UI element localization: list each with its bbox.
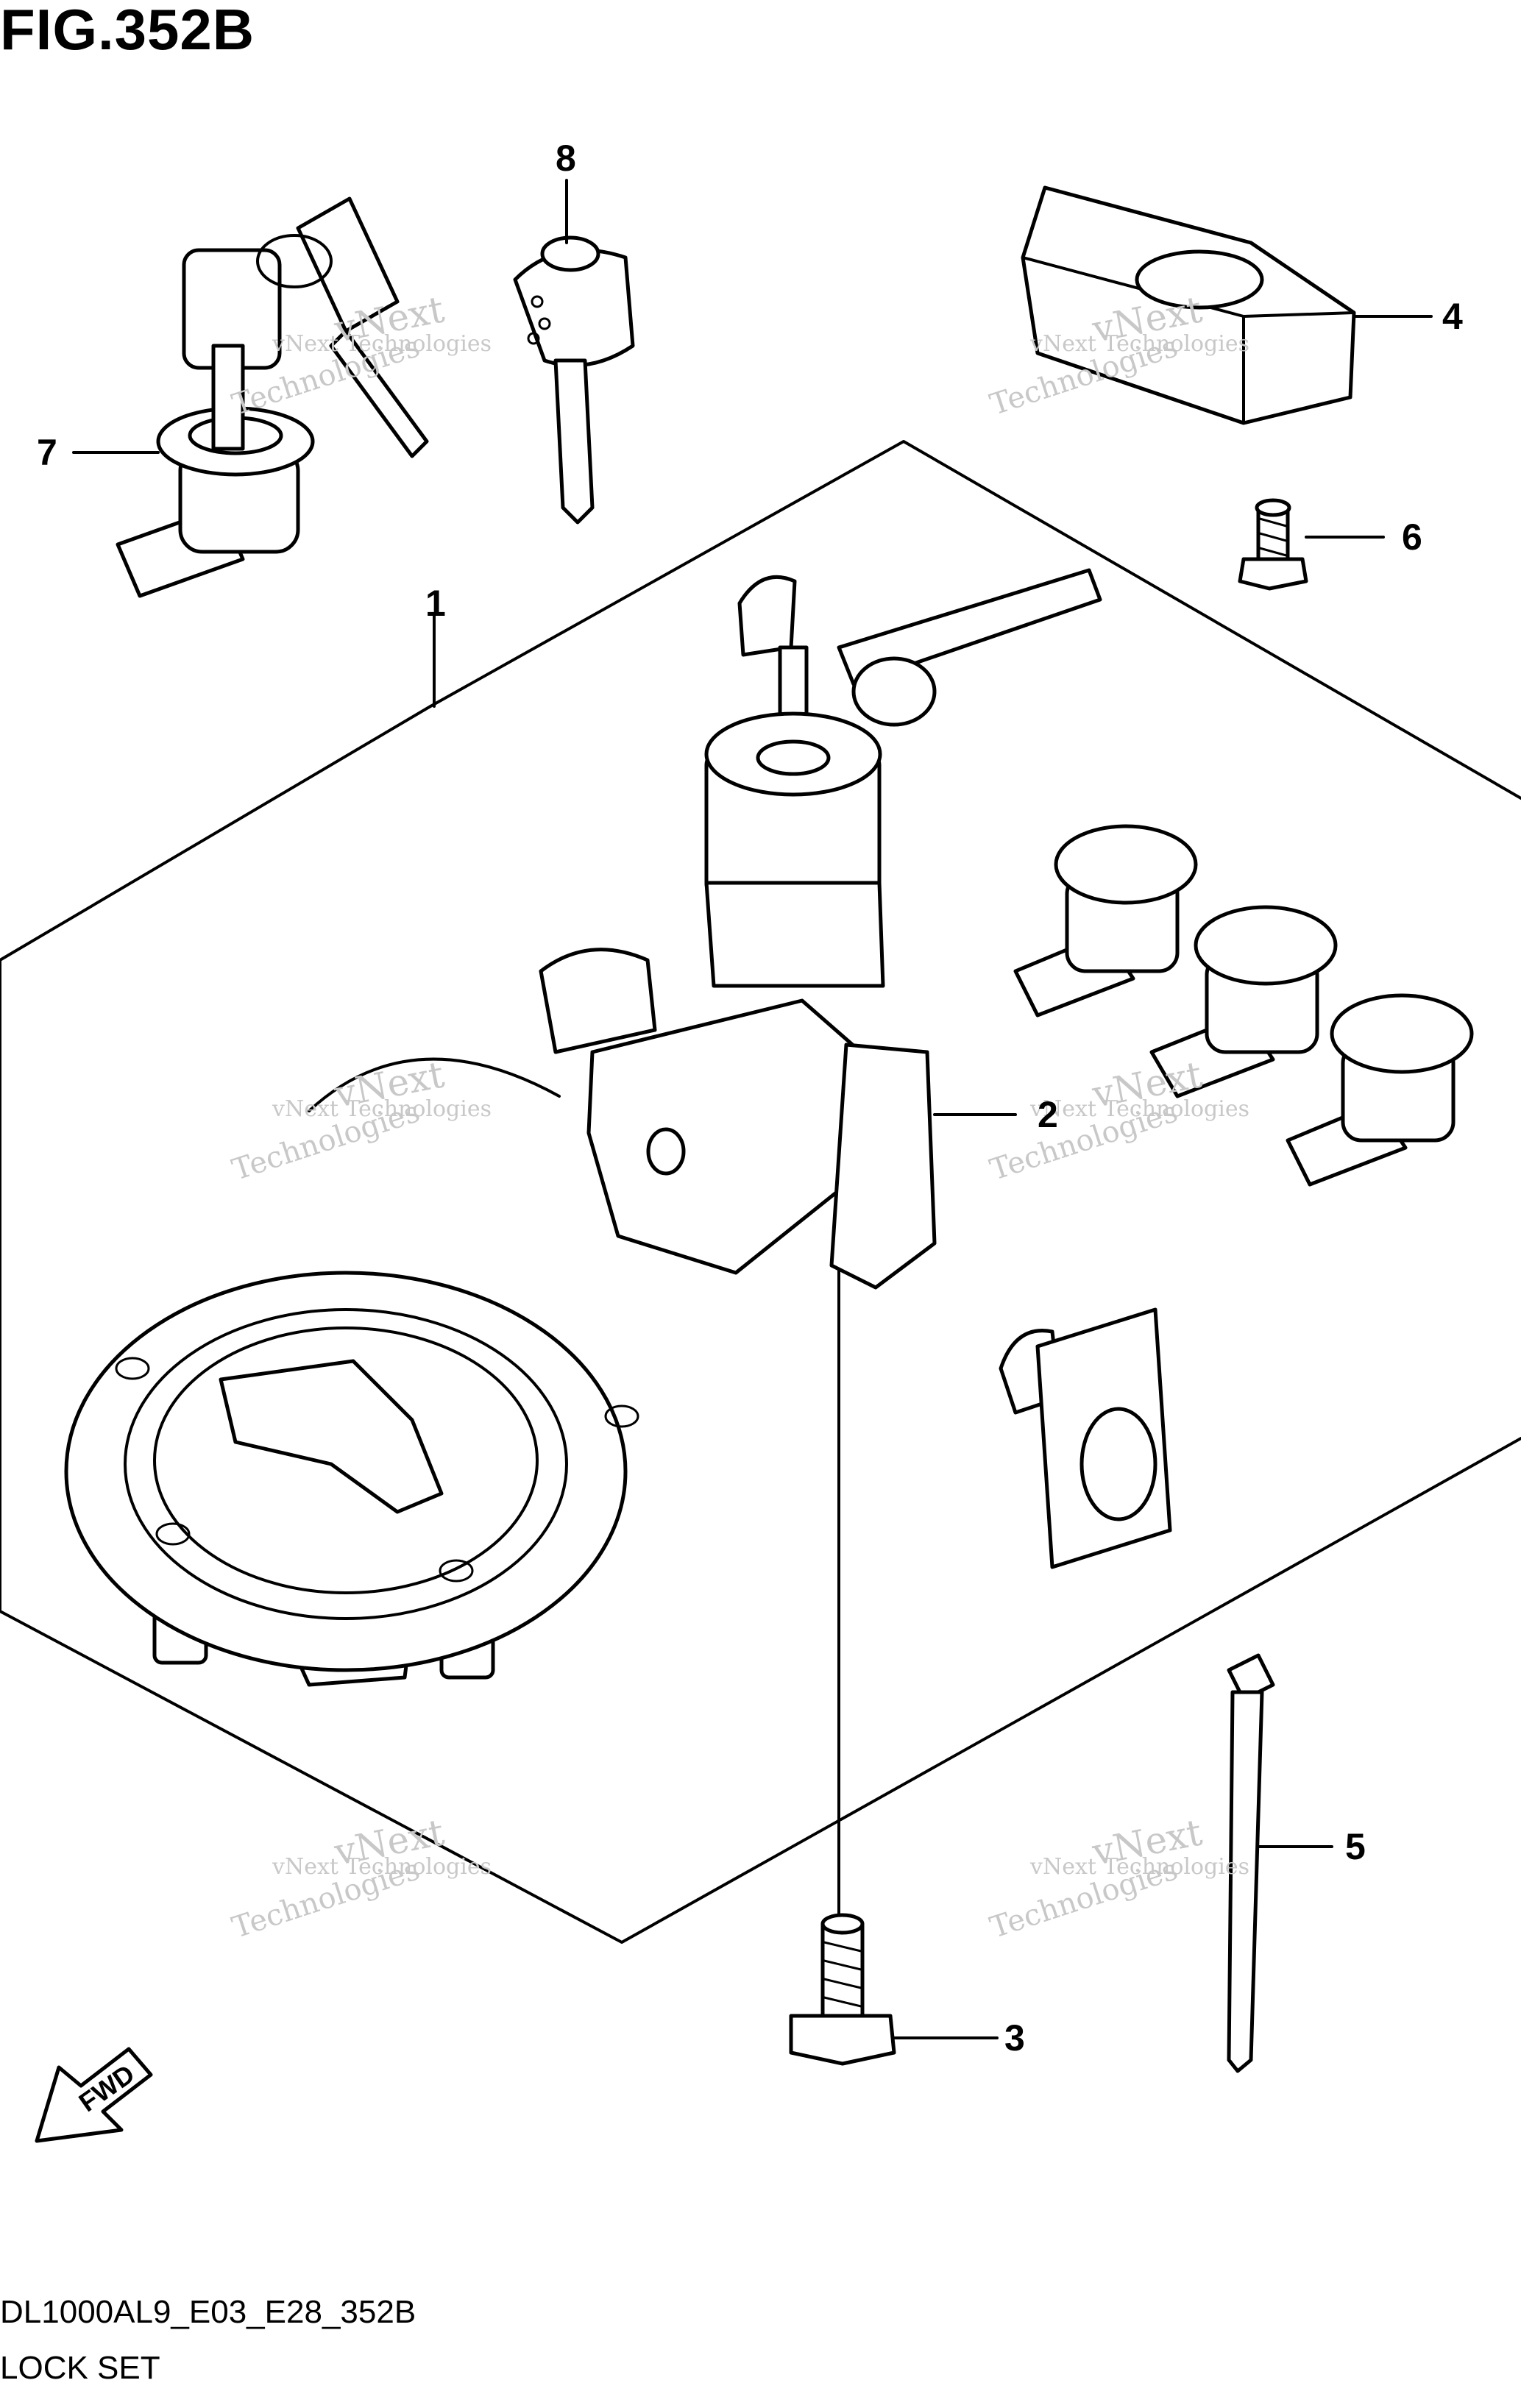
part-8-key — [513, 235, 635, 525]
callout-6: 6 — [1402, 516, 1422, 558]
model-code: DL1000AL9_E03_E28_352B — [0, 2294, 416, 2330]
callout-3: 3 — [1004, 2017, 1025, 2059]
seat-lock-cylinders — [1013, 824, 1474, 1187]
part-3-bolt — [789, 1913, 896, 2066]
callout-7: 7 — [37, 432, 57, 473]
leader-lines — [72, 179, 1433, 2039]
kit-boundary-outline-lower — [0, 959, 1521, 1944]
fuel-tank-cap — [64, 1271, 639, 1687]
fwd-arrow-icon: FWD — [35, 2047, 153, 2143]
box-lock — [999, 1307, 1172, 1569]
callout-8: 8 — [556, 138, 576, 179]
callout-2: 2 — [1038, 1094, 1058, 1135]
part-6-bolt — [1238, 498, 1308, 591]
part-5-cable-tie — [1227, 1653, 1275, 2073]
callout-1: 1 — [425, 583, 446, 624]
group-name: LOCK SET — [0, 2350, 160, 2386]
part-7-lock-cylinder — [116, 196, 429, 598]
callout-5: 5 — [1345, 1826, 1366, 1867]
part-4-cover — [1021, 185, 1356, 425]
kit-boundary-outline — [429, 440, 1521, 800]
part-2-ignition-switch — [308, 568, 1102, 1290]
figure-title: FIG.352B — [0, 0, 255, 62]
callout-4: 4 — [1442, 296, 1463, 337]
